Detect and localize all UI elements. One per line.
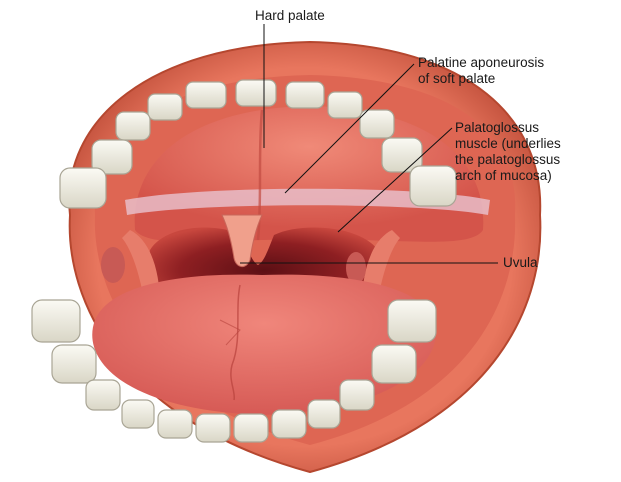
upper-tooth [410,166,456,206]
label-palatoglossus-line-2: muscle (underlies [455,136,561,152]
label-aponeurosis-line-1: Palatine aponeurosis [418,55,544,71]
tonsil-left [101,247,125,283]
lower-tooth [308,400,340,428]
label-palatine-aponeurosis: Palatine aponeurosis of soft palate [418,55,544,87]
lower-tooth [388,300,436,342]
lower-tooth [32,300,80,342]
lower-tooth [234,414,268,442]
label-uvula: Uvula [503,255,538,271]
upper-tooth [186,82,226,108]
label-palatoglossus: Palatoglossus muscle (underlies the pala… [455,120,561,184]
label-aponeurosis-line-2: of soft palate [418,71,544,87]
upper-tooth [360,110,394,138]
lower-tooth [86,380,120,410]
lower-tooth [122,400,154,428]
upper-tooth [148,94,182,120]
label-hard-palate: Hard palate [255,8,325,24]
label-hard-palate-text: Hard palate [255,8,325,24]
upper-tooth [60,168,106,208]
label-palatoglossus-line-1: Palatoglossus [455,120,561,136]
label-uvula-text: Uvula [503,255,538,271]
lower-tooth [372,345,416,383]
upper-tooth [116,112,150,140]
upper-tooth [286,82,324,108]
lower-tooth [52,345,96,383]
lower-tooth [340,380,374,410]
lower-tooth [158,410,192,438]
label-palatoglossus-line-4: arch of mucosa) [455,168,561,184]
lower-tooth [272,410,306,438]
label-palatoglossus-line-3: the palatoglossus [455,152,561,168]
upper-tooth [236,80,276,106]
upper-tooth [328,92,362,118]
lower-tooth [196,414,230,442]
